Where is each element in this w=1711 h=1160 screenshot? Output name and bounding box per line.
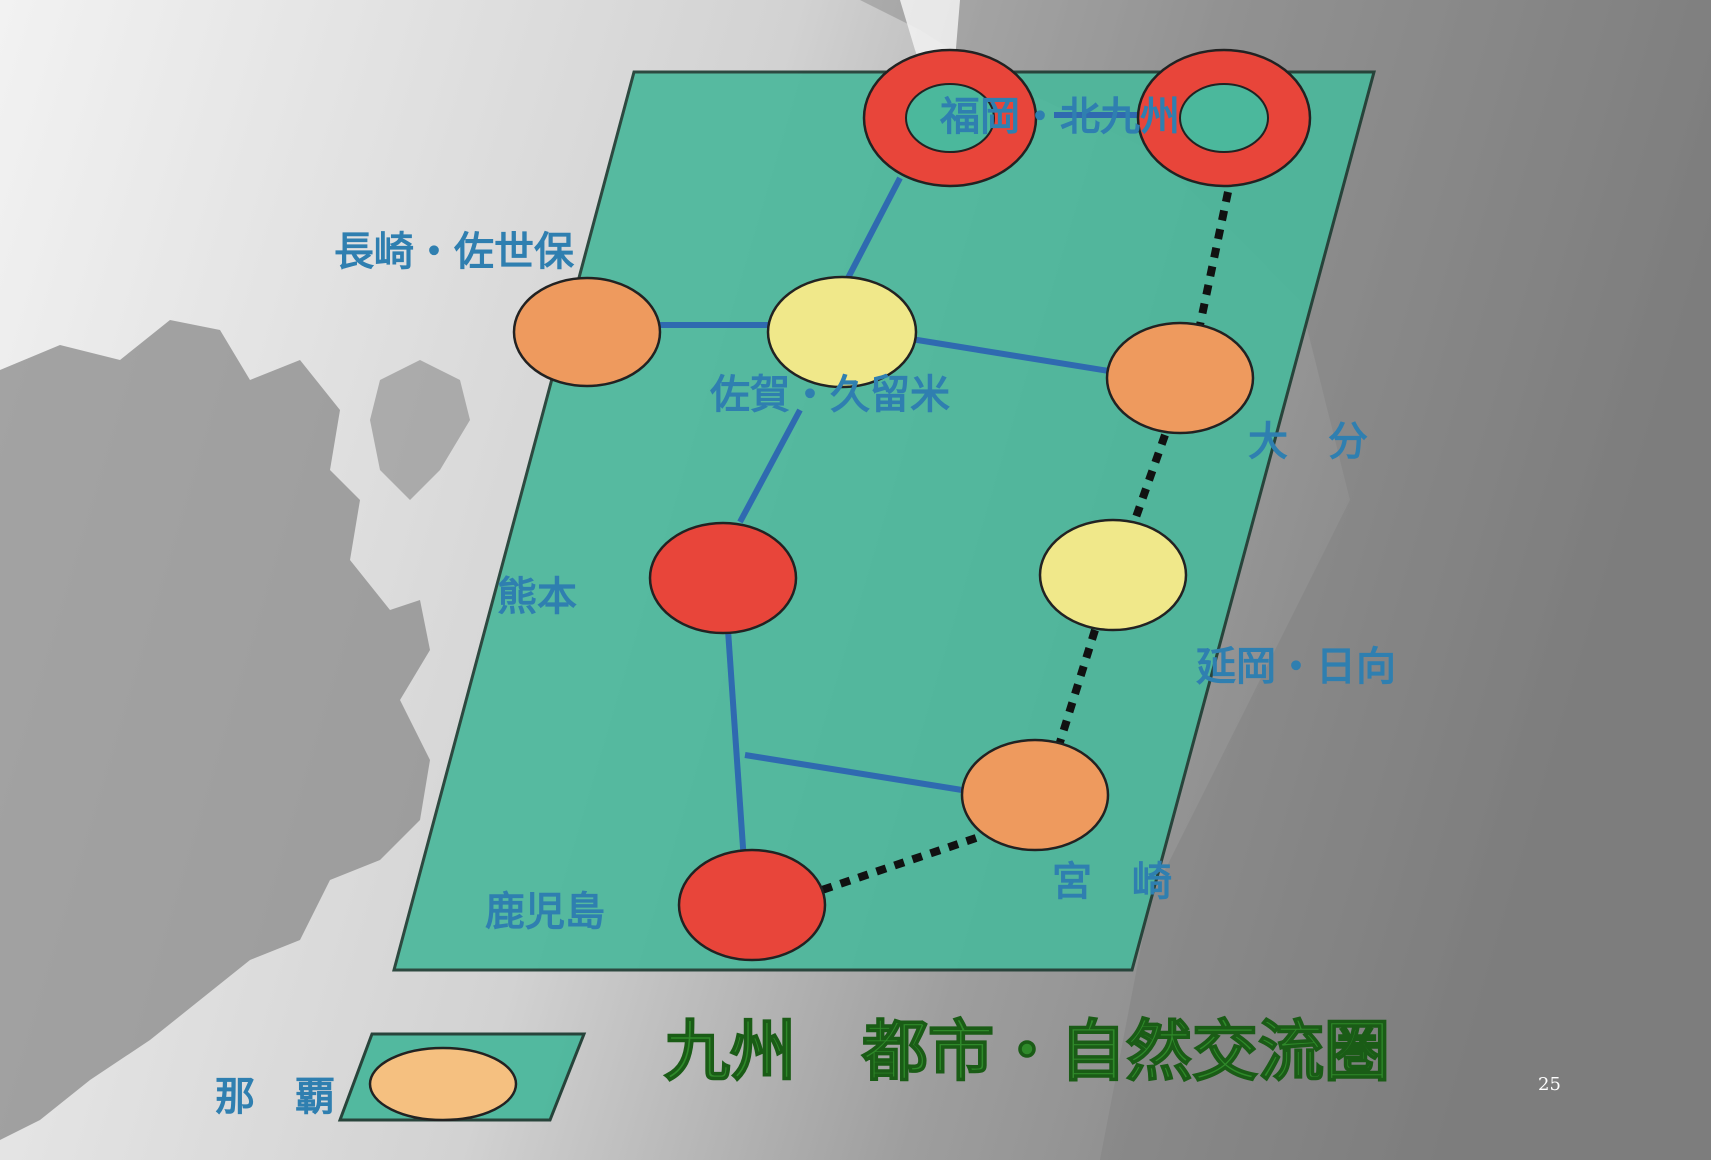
label-fukuoka-kitakyushu: 福岡・北九州 bbox=[939, 94, 1180, 140]
node-kumamoto bbox=[648, 521, 798, 635]
node-naha bbox=[368, 1046, 518, 1122]
node-nagasaki bbox=[512, 276, 662, 388]
node-miyazaki bbox=[960, 738, 1110, 852]
link-miyazaki-kagoshima bbox=[820, 834, 978, 894]
label-naha: 那 覇 bbox=[215, 1074, 335, 1120]
link-oita-nobeoka bbox=[1131, 433, 1169, 522]
solid-links bbox=[652, 112, 1140, 863]
fukuoka-ring bbox=[862, 48, 1038, 188]
dotted-links bbox=[820, 191, 1232, 894]
label-nobeoka-hyuga: 延岡・日向 bbox=[1196, 644, 1396, 690]
diagram-title: 九州 都市・自然交流圏 bbox=[664, 1013, 1390, 1090]
link-kitakyushu-oita bbox=[1196, 191, 1232, 326]
label-kumamoto: 熊本 bbox=[497, 574, 577, 620]
node-kagoshima bbox=[677, 848, 827, 962]
label-nagasaki-sasebo: 長崎・佐世保 bbox=[334, 229, 575, 275]
label-oita: 大 分 bbox=[1248, 419, 1368, 465]
link-kumamoto-miyazaki bbox=[744, 752, 963, 793]
node-saga bbox=[766, 275, 918, 389]
kitakyushu-ring bbox=[1136, 48, 1312, 188]
page-number: 25 bbox=[1538, 1074, 1561, 1095]
node-oita bbox=[1105, 321, 1255, 435]
label-saga-kurume: 佐賀・久留米 bbox=[709, 372, 950, 418]
link-saga-oita bbox=[904, 335, 1116, 375]
label-kagoshima: 鹿児島 bbox=[485, 889, 605, 935]
link-nobeoka-miyazaki bbox=[1052, 628, 1099, 757]
label-miyazaki: 宮 崎 bbox=[1052, 859, 1172, 905]
link-saga-kumamoto bbox=[737, 408, 803, 524]
node-nobeoka bbox=[1038, 518, 1188, 632]
link-fukuoka-saga bbox=[845, 176, 903, 280]
link-kumamoto-kagoshima bbox=[725, 629, 747, 863]
